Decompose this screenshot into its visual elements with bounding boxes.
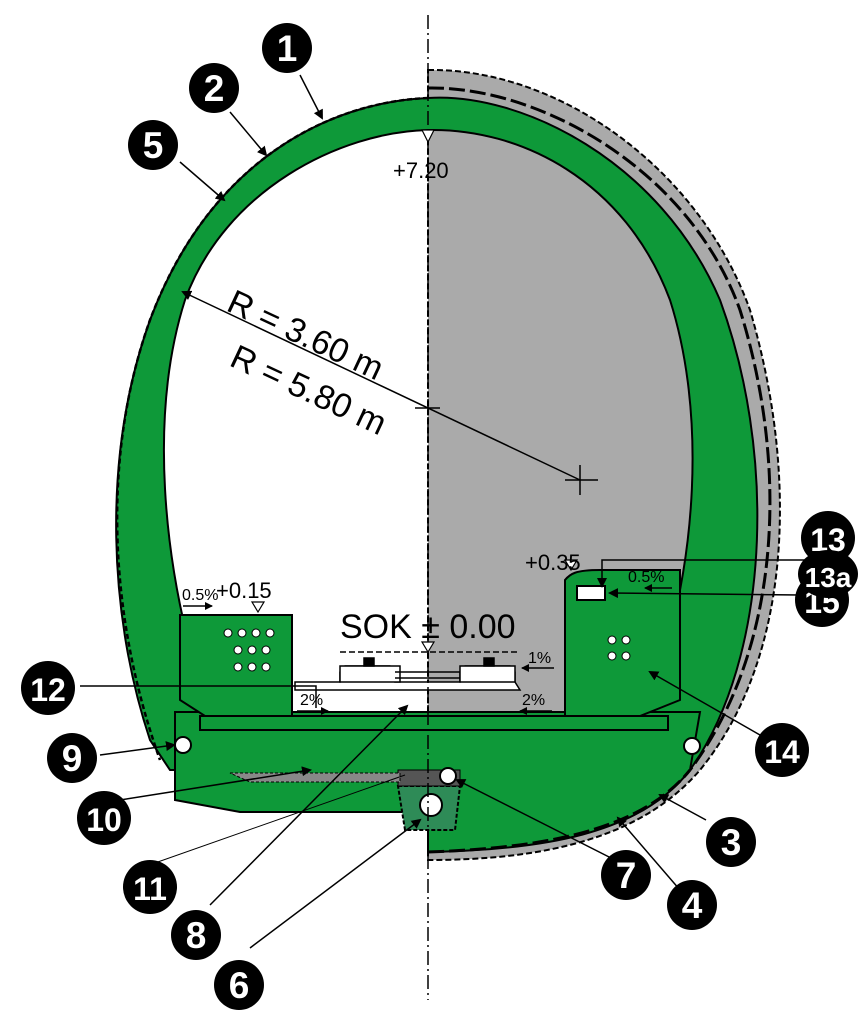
svg-text:5: 5 [143, 125, 164, 166]
callout-5: 5 [128, 120, 178, 170]
callout-8: 8 [171, 910, 221, 960]
callout-12: 12 [21, 661, 75, 715]
svg-text:6: 6 [229, 965, 250, 1006]
callout-7: 7 [601, 850, 651, 900]
svg-text:11: 11 [133, 871, 167, 907]
invert-lower-dashed [427, 769, 692, 854]
crown-level-label: +7.20 [393, 158, 449, 183]
callout-11: 11 [123, 860, 177, 914]
cable-ducts-left [223, 628, 275, 672]
membrane-right [427, 86, 772, 771]
membrane-left [115, 96, 429, 761]
right-level-marker [563, 559, 579, 572]
svg-text:7: 7 [616, 855, 637, 896]
left-walkway-level-label: +0.15 [216, 578, 272, 603]
svg-text:4: 4 [682, 885, 703, 926]
svg-text:8: 8 [186, 915, 207, 956]
slope-right-top-label: 0.5% [628, 569, 664, 586]
left-level-marker [250, 601, 266, 614]
callout-2: 2 [189, 63, 239, 113]
callout-1: 1 [262, 23, 312, 73]
callout-9: 9 [47, 733, 97, 783]
callout-4: 4 [667, 880, 717, 930]
callout-3: 3 [706, 817, 756, 867]
track [294, 651, 522, 691]
callout-6: 6 [214, 960, 264, 1010]
svg-text:1: 1 [277, 28, 298, 69]
leader-lines [80, 74, 820, 949]
callout-14: 14 [755, 723, 809, 777]
cable-ducts-right [607, 635, 631, 661]
slope-2-left-label: 2% [300, 692, 323, 709]
svg-text:2: 2 [204, 68, 225, 109]
rail-level-label: SOK ± 0.00 [340, 608, 516, 646]
crown-level-marker [421, 129, 435, 144]
right-walkway-level-label: +0.35 [525, 550, 581, 575]
side-drain-pipe [439, 767, 457, 785]
slope-1-label: 1% [528, 650, 551, 667]
svg-text:14: 14 [764, 734, 800, 770]
callout-13a: 13a [798, 550, 858, 598]
slope-2-right-label: 2% [522, 692, 545, 709]
slope-left-top-label: 0.5% [182, 587, 218, 604]
svg-text:10: 10 [86, 802, 122, 838]
left-fill-layer [229, 772, 401, 783]
base-slab [199, 715, 669, 731]
svg-text:3: 3 [721, 822, 742, 863]
svg-text:9: 9 [62, 738, 83, 779]
center-pipe [419, 793, 443, 817]
svg-text:12: 12 [30, 672, 66, 708]
callout-10: 10 [77, 791, 131, 845]
rail-level-marker [420, 641, 436, 654]
radius-line [181, 290, 581, 481]
left-drain-pipe [174, 736, 192, 754]
walkway-cable-box [576, 585, 606, 601]
right-drain-pipe [683, 737, 701, 755]
svg-text:13a: 13a [805, 562, 852, 593]
